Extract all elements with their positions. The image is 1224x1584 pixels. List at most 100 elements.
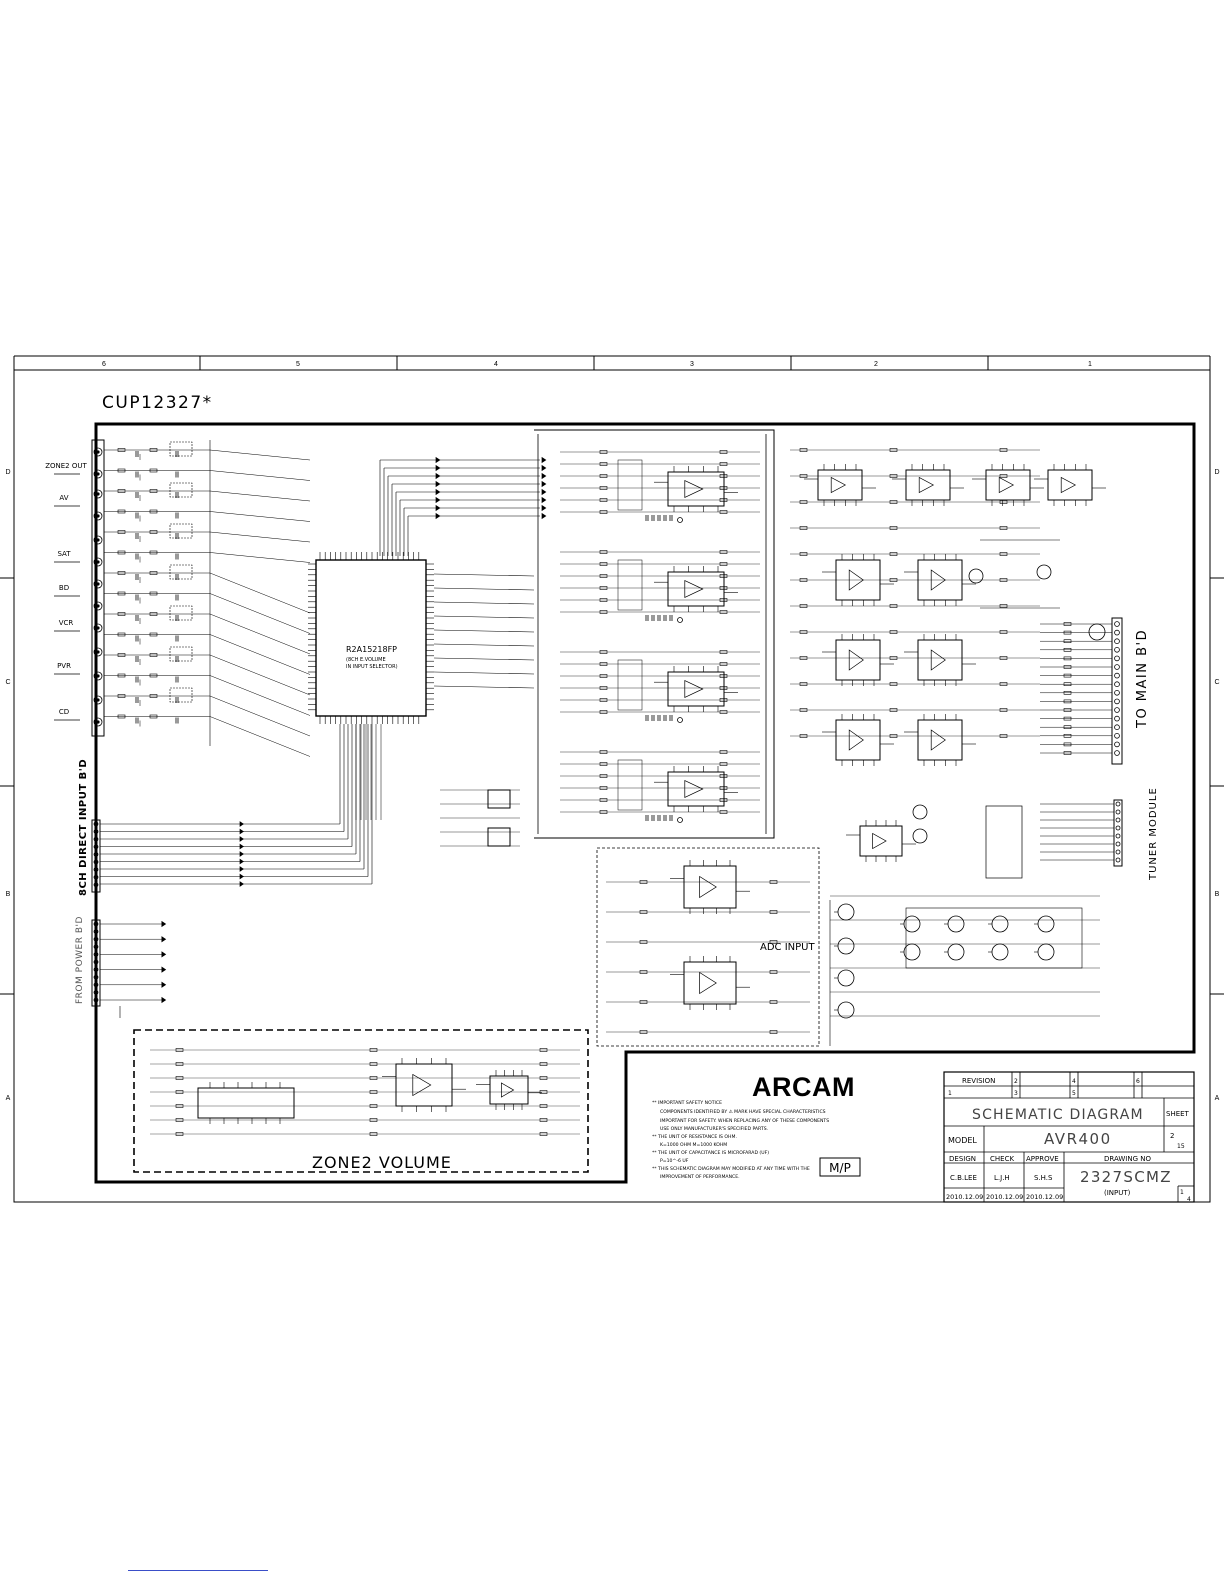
arrow-icon: [239, 866, 244, 872]
opamp-ic: [905, 469, 951, 501]
resistor: [599, 650, 608, 654]
resistor: [999, 526, 1008, 530]
rca-jack-icon: [93, 579, 103, 589]
connector-pin: [1114, 681, 1120, 687]
resistor: [175, 1062, 184, 1066]
col-label: 5: [296, 361, 300, 368]
resistor: [889, 552, 898, 556]
resistor: [999, 630, 1008, 634]
input-label: AV: [59, 494, 68, 502]
connector-pin: [93, 921, 99, 927]
board-outline: [94, 422, 1196, 1184]
resistor: [769, 970, 778, 974]
resistor: [799, 448, 808, 452]
resistor: [719, 450, 728, 454]
resistor: [599, 710, 608, 714]
filter-block: [169, 523, 193, 539]
junction-dot: [96, 514, 100, 518]
opamp-symbol: [872, 832, 887, 850]
resistor: [599, 574, 608, 578]
resistor: [599, 798, 608, 802]
row-label: C: [1214, 679, 1219, 686]
junction-dot: [96, 560, 100, 564]
connector-pin: [1114, 750, 1120, 756]
part-number: CUP12327*: [102, 393, 213, 413]
resistor: [117, 714, 126, 719]
col-label: 4: [494, 361, 498, 368]
connector-pin: [93, 952, 99, 957]
resistor: [149, 612, 158, 616]
resistor: [1063, 647, 1072, 652]
connector-pin: [1088, 623, 1106, 641]
connector-pin: [1114, 672, 1120, 679]
resistor: [1063, 725, 1072, 730]
regulator-ic: [487, 827, 511, 847]
resistor: [1063, 690, 1072, 695]
connector-pin: [93, 936, 99, 942]
revision-label: REVISION: [962, 1077, 995, 1085]
opamp-symbol: [930, 729, 946, 751]
rca-jack-icon: [93, 557, 103, 567]
resistor: [889, 682, 898, 686]
safety-note: ** IMPORTANT SAFETY NOTICE: [652, 1100, 722, 1106]
opamp-ic: [835, 719, 881, 761]
test-point: [677, 817, 683, 823]
filter-block: [169, 441, 193, 457]
rev-cell: 5: [1072, 1090, 1076, 1097]
date: 2010.12.09: [1026, 1193, 1063, 1201]
arrow-icon: [239, 873, 244, 880]
arrow-icon: [161, 996, 167, 1004]
resistor: [1063, 699, 1072, 704]
filter-block: [169, 605, 193, 621]
wire: [209, 470, 311, 481]
resistor: [999, 474, 1008, 478]
resistor: [799, 734, 808, 738]
page-number: 1: [1180, 1189, 1184, 1196]
input-label: CD: [59, 708, 69, 716]
resistor: [719, 650, 728, 654]
input-label: PVR: [57, 662, 71, 670]
resistor: [599, 674, 608, 678]
opamp-section: [534, 429, 775, 839]
input-label: SAT: [57, 550, 71, 558]
filter-block: [169, 646, 193, 662]
resistor: [175, 1048, 184, 1052]
sheet-label: SHEET: [1166, 1110, 1190, 1118]
resistor: [117, 509, 126, 514]
resistor: [769, 1030, 778, 1034]
tuner-module-label: TUNER MODULE: [1148, 787, 1159, 881]
rev-cell: 6: [1136, 1078, 1140, 1085]
transistor: [1036, 564, 1052, 580]
resistor: [149, 653, 158, 657]
wire: [433, 587, 535, 591]
resistor: [369, 1062, 378, 1066]
resistor: [719, 510, 728, 514]
wire: [209, 511, 311, 522]
opamp-symbol: [699, 875, 717, 899]
sheet-frame: [0, 355, 1224, 1203]
arrow-icon: [239, 828, 244, 835]
connector-pin: [93, 967, 99, 972]
mp-stamp-box: [819, 1157, 861, 1177]
connector-pin: [1114, 707, 1120, 713]
wire: [433, 685, 535, 689]
safety-note: ** THIS SCHEMATIC DIAGRAM MAY MODIFIED A…: [652, 1166, 810, 1172]
transistor: [968, 568, 984, 584]
connector-pin: [93, 990, 99, 995]
resistor: [117, 489, 126, 493]
connector-pin: [93, 867, 99, 872]
opamp-symbol: [684, 779, 704, 799]
resistor: [1063, 622, 1072, 626]
connector-pin: [1115, 833, 1121, 839]
wire: [209, 552, 311, 563]
junction-dot: [96, 720, 100, 724]
transistor: [837, 937, 855, 955]
transistor: [1037, 943, 1055, 961]
resistor: [599, 498, 608, 502]
junction-dot: [96, 604, 100, 608]
connector-pin: [1114, 732, 1120, 739]
opamp-symbol: [918, 476, 935, 494]
connector-pin: [1114, 638, 1120, 644]
resistor: [149, 550, 158, 555]
rca-jack-icon: [93, 623, 103, 633]
